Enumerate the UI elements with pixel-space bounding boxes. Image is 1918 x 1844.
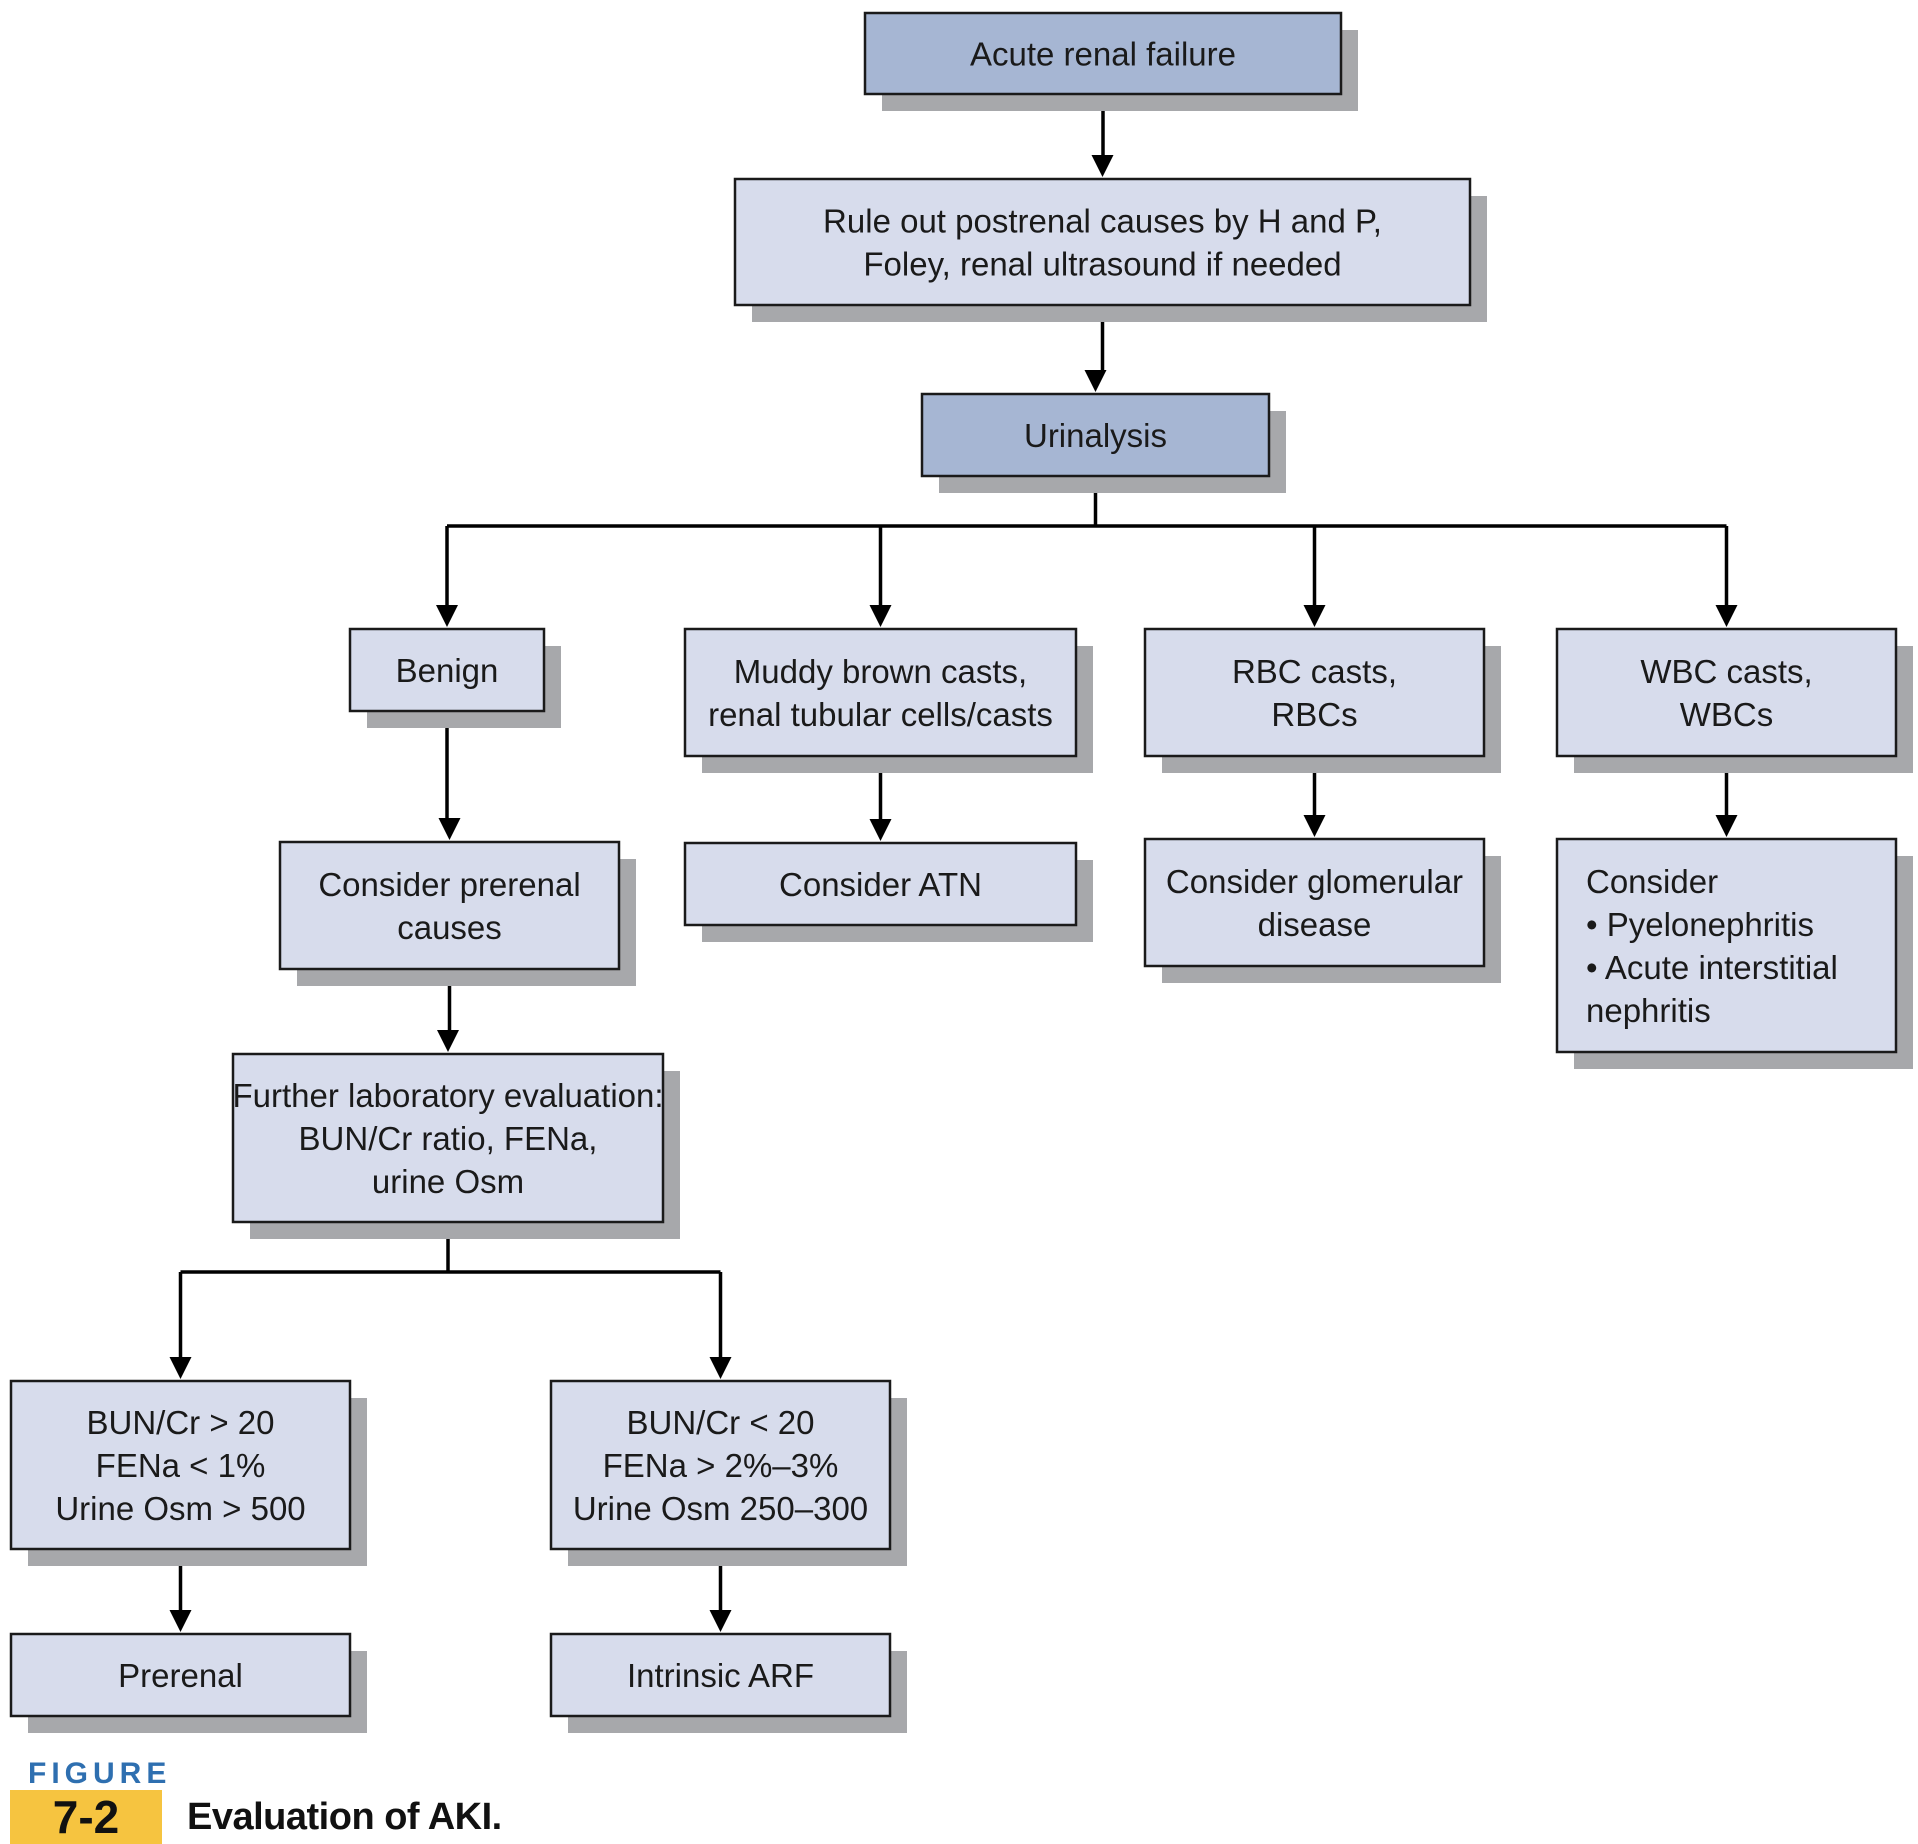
node-text-line: Consider glomerular — [1166, 863, 1463, 900]
node-box — [1143, 837, 1486, 968]
node-acute-renal-failure: Acute renal failure — [863, 11, 1358, 111]
arrowhead — [709, 1357, 732, 1379]
figure-number: 7-2 — [10, 1790, 162, 1844]
arrowhead — [437, 1030, 459, 1052]
node-text-line: WBCs — [1680, 696, 1774, 733]
node-text-line: FENa < 1% — [96, 1447, 266, 1484]
node-box — [1143, 627, 1486, 758]
node-text-line: BUN/Cr > 20 — [87, 1404, 275, 1441]
node-wbc-casts: WBC casts, WBCs — [1555, 627, 1913, 773]
node-rbc-casts: RBC casts, RBCs — [1143, 627, 1501, 773]
node-prerenal: Prerenal — [9, 1632, 367, 1733]
node-text-line: Muddy brown casts, — [734, 653, 1027, 690]
node-text-line: Rule out postrenal causes by H and P, — [823, 203, 1382, 240]
node-box — [683, 627, 1078, 758]
node-text-line: causes — [397, 909, 502, 946]
arrowhead — [869, 605, 892, 627]
node-box — [733, 177, 1472, 307]
node-box — [863, 11, 1343, 96]
node-text-line: RBCs — [1271, 696, 1357, 733]
node-text-line: BUN/Cr ratio, FENa, — [299, 1120, 598, 1157]
node-box — [1555, 627, 1898, 758]
node-box — [920, 392, 1271, 478]
arrowhead — [1715, 815, 1738, 837]
node-text-line: Intrinsic ARF — [627, 1657, 814, 1694]
node-box — [1555, 837, 1898, 1054]
arrowhead — [436, 605, 458, 627]
node-intrinsic-criteria: BUN/Cr < 20 FENa > 2%–3% Urine Osm 250–300 — [549, 1379, 907, 1566]
node-box — [348, 627, 546, 713]
node-consider-prerenal: Consider prerenal causes — [278, 840, 636, 986]
arrowhead — [1715, 605, 1738, 627]
node-intrinsic-arf: Intrinsic ARF — [549, 1632, 907, 1733]
node-text-line: BUN/Cr < 20 — [627, 1404, 815, 1441]
node-box — [549, 1379, 892, 1551]
figure-caption: Evaluation of AKI. — [187, 1796, 502, 1838]
node-text-line: RBC casts, — [1232, 653, 1397, 690]
connectors — [169, 94, 1738, 1632]
node-text-line: WBC casts, — [1640, 653, 1812, 690]
node-text-line: Urine Osm > 500 — [55, 1490, 305, 1527]
node-muddy-brown-casts: Muddy brown casts, renal tubular cells/ca… — [683, 627, 1093, 773]
node-text-line: Urine Osm 250–300 — [573, 1490, 868, 1527]
node-consider-pyelo-ain: Consider • Pyelonephritis • Acute intersti… — [1555, 837, 1913, 1069]
node-text-line: disease — [1258, 906, 1372, 943]
node-consider-glomerular: Consider glomerular disease — [1143, 837, 1501, 983]
node-further-lab-eval: Further laboratory evaluation: BUN/Cr rat… — [231, 1052, 680, 1239]
arrowhead — [169, 1357, 192, 1379]
node-text-line: Consider — [1586, 863, 1718, 900]
arrowhead — [169, 1610, 192, 1632]
node-box — [278, 840, 621, 971]
node-benign: Benign — [348, 627, 561, 728]
node-text-line: Acute renal failure — [970, 36, 1236, 73]
node-box — [9, 1379, 352, 1551]
node-prerenal-criteria: BUN/Cr > 20 FENa < 1% Urine Osm > 500 — [9, 1379, 367, 1566]
node-text-line: • Acute interstitial — [1586, 949, 1838, 986]
node-text-line: Urinalysis — [1024, 417, 1167, 454]
node-box — [231, 1052, 665, 1224]
arrowhead — [1091, 155, 1114, 177]
node-text-line: Consider prerenal — [318, 866, 580, 903]
node-text-line: urine Osm — [372, 1163, 524, 1200]
node-text-line: FENa > 2%–3% — [603, 1447, 839, 1484]
arrowhead — [438, 818, 461, 840]
node-text-line: Prerenal — [118, 1657, 243, 1694]
node-text-line: Benign — [396, 652, 499, 689]
node-box — [9, 1632, 352, 1718]
figure-label: FIGURE — [28, 1757, 172, 1790]
node-consider-atn: Consider ATN — [683, 841, 1093, 942]
arrowhead — [869, 819, 892, 841]
arrowhead — [1303, 605, 1326, 627]
node-urinalysis: Urinalysis — [920, 392, 1286, 493]
node-text-line: renal tubular cells/casts — [708, 696, 1053, 733]
node-text-line: Further laboratory evaluation: — [232, 1077, 663, 1114]
node-box — [549, 1632, 892, 1718]
node-text-line: nephritis — [1586, 992, 1711, 1029]
node-text-line: Foley, renal ultrasound if needed — [863, 246, 1341, 283]
node-text-line: Consider ATN — [779, 866, 982, 903]
node-box — [683, 841, 1078, 927]
node-rule-out-postrenal: Rule out postrenal causes by H and P, Fol… — [733, 177, 1487, 322]
arrowhead — [709, 1610, 732, 1632]
arrowhead — [1084, 370, 1107, 392]
arrowhead — [1303, 815, 1326, 837]
node-text-line: • Pyelonephritis — [1586, 906, 1814, 943]
